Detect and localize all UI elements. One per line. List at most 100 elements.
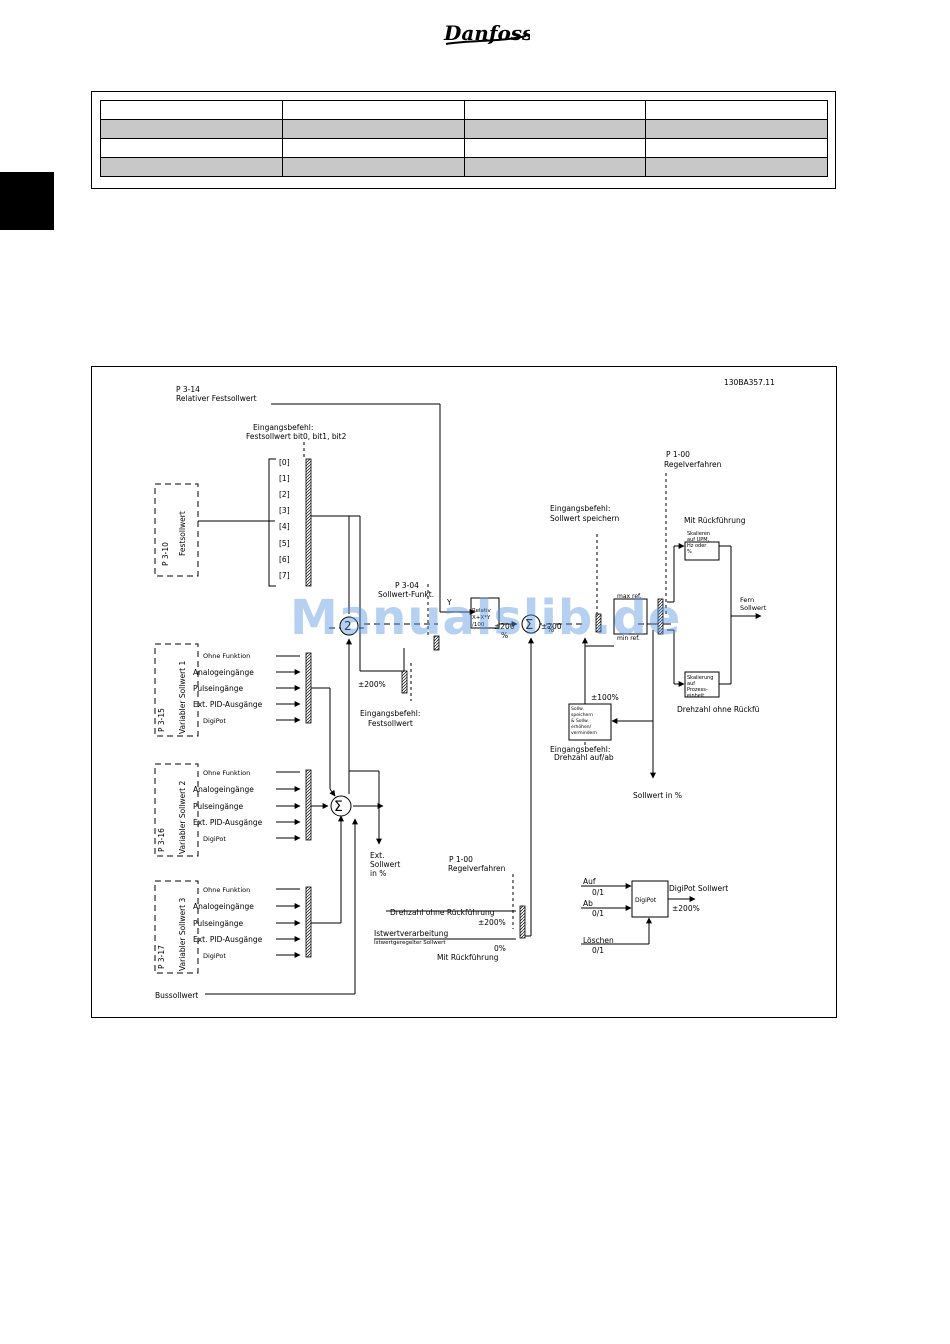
- eingang4b: Drehzahl auf/ab: [554, 753, 614, 762]
- p304: P 3-04: [395, 581, 419, 590]
- sigma-2: Σ: [525, 618, 533, 633]
- watermark: Manualslib.de: [290, 590, 682, 646]
- p100b: P 1-00: [449, 855, 473, 864]
- loeschen-01: 0/1: [592, 946, 604, 955]
- eingang3: Eingangsbefehl:: [550, 504, 610, 513]
- var3: Variabler Sollwert 3: [178, 897, 187, 971]
- loeschen: Löschen: [583, 936, 614, 945]
- minref: min ref.: [617, 635, 640, 642]
- auf-01: 0/1: [592, 888, 604, 897]
- y-label: Y: [446, 598, 452, 607]
- ohne-rf: Drehzahl ohne Rückfü: [677, 705, 760, 714]
- v2-analog: Analogeingänge: [193, 785, 254, 794]
- p314-label: Relativer Festsollwert: [176, 394, 257, 403]
- v1-pid: Ext. PID-Ausgänge: [193, 700, 263, 709]
- ab-01: 0/1: [592, 909, 604, 918]
- table-frame: [91, 91, 836, 189]
- v3-pid: Ext. PID-Ausgänge: [193, 935, 263, 944]
- drehzahl-ohne: Drehzahl ohne Rückführung: [390, 908, 495, 917]
- ext-1: Ext.: [370, 851, 385, 860]
- p316: P 3-16: [157, 828, 166, 852]
- v1-ohne: Ohne Funktion: [203, 652, 250, 660]
- table-row: [100, 138, 828, 158]
- v3-digipot: DigiPot: [203, 952, 226, 960]
- maxref: max ref.: [617, 593, 642, 600]
- logo-text: Danfoss: [443, 21, 530, 45]
- eingang1b: Festsollwert bit0, bit1, bit2: [246, 432, 347, 441]
- sum-2: 2: [344, 619, 352, 633]
- speichern-1: Sollw.: [571, 706, 584, 712]
- mit-rf2: Mit Rückführung: [437, 953, 499, 962]
- istwert: Istwertverarbeitung: [374, 929, 449, 938]
- var2: Variabler Sollwert 2: [178, 780, 187, 854]
- v1-puls: Pulseingänge: [193, 684, 243, 693]
- skal1-1: Skalieren: [687, 531, 710, 537]
- istwert-small: Istwertgeregelter Sollwert: [374, 940, 446, 946]
- p310: P 3-10: [161, 542, 170, 566]
- table-row: [100, 119, 828, 139]
- skal2-3: Prozess-: [687, 687, 708, 693]
- diagram-code: 130BA357.11: [724, 378, 775, 387]
- mit-rf: Mit Rückführung: [684, 516, 746, 525]
- p317: P 3-17: [157, 945, 166, 969]
- v3-puls: Pulseingänge: [193, 919, 243, 928]
- sigma-1: Σ: [334, 799, 343, 815]
- v2-digipot: DigiPot: [203, 835, 226, 843]
- relativ-3: /100: [472, 622, 485, 628]
- bit-7: [7]: [279, 571, 290, 580]
- skal2-1: Skalierung: [687, 675, 713, 681]
- bit-4: [4]: [279, 522, 290, 531]
- v2-ohne: Ohne Funktion: [203, 769, 250, 777]
- parameter-table: [100, 100, 828, 177]
- v2-puls: Pulseingänge: [193, 802, 243, 811]
- relativ-1: Relativ: [472, 608, 492, 614]
- fern-2: Sollwert: [740, 604, 767, 612]
- bit-2: [2]: [279, 490, 290, 499]
- digipot-box: DigiPot: [635, 897, 657, 904]
- p100-label: Regelverfahren: [664, 460, 722, 469]
- bit-5: [5]: [279, 539, 290, 548]
- pm200b-2: ±200: [541, 622, 562, 631]
- eingang2: Eingangsbefehl:: [360, 709, 420, 718]
- eingang1: Eingangsbefehl:: [253, 423, 313, 432]
- festsollwert-vert: Festsollwert: [178, 511, 187, 556]
- relativ-2: X+X*Y: [472, 615, 491, 621]
- skal2-2: auf: [687, 681, 695, 687]
- speichern-5: vermindern: [571, 730, 597, 736]
- ab: Ab: [583, 899, 593, 908]
- p314: P 3-14: [176, 385, 200, 394]
- sollwert-pct: Sollwert in %: [633, 791, 682, 800]
- danfoss-logo: Danfoss: [443, 21, 530, 45]
- table-row: [100, 100, 828, 120]
- eingang3b: Sollwert speichern: [550, 514, 619, 523]
- v3-ohne: Ohne Funktion: [203, 886, 250, 894]
- auf: Auf: [583, 877, 596, 886]
- bit-3: [3]: [279, 506, 290, 515]
- pm100: ±100%: [591, 693, 619, 702]
- skal1-2: auf UPM,: [687, 537, 710, 543]
- fern-1: Fern: [740, 596, 754, 604]
- var1: Variabler Sollwert 1: [178, 660, 187, 734]
- bit-0: [0]: [279, 458, 290, 467]
- v3-analog: Analogeingänge: [193, 902, 254, 911]
- zero: 0%: [494, 944, 506, 953]
- eingang4: Eingangsbefehl:: [550, 745, 610, 754]
- table-row: [100, 157, 828, 177]
- bit-1: [1]: [279, 474, 290, 483]
- pm200: ±200%: [358, 680, 386, 689]
- pm200b: ±200: [494, 622, 515, 631]
- skal1-4: %: [687, 549, 692, 555]
- pct-1: %: [501, 631, 508, 640]
- v1-analog: Analogeingänge: [193, 668, 254, 677]
- speichern-4: erhöhen/: [571, 724, 592, 730]
- bus: Bussollwert: [155, 991, 198, 1000]
- reference-handling-diagram: 2 Σ Σ 130BA357.11 P 3-14 Relativer Fests…: [154, 378, 775, 1000]
- speichern-3: & Sollw.: [571, 718, 589, 724]
- diagram-frame: [91, 366, 837, 1018]
- bit-6: [6]: [279, 555, 290, 564]
- v2-pid: Ext. PID-Ausgänge: [193, 818, 263, 827]
- skal1-3: Hz oder: [687, 543, 707, 549]
- eingang2b: Festsollwert: [368, 719, 413, 728]
- pct-2: %: [547, 625, 554, 634]
- ext-3: in %: [370, 869, 386, 878]
